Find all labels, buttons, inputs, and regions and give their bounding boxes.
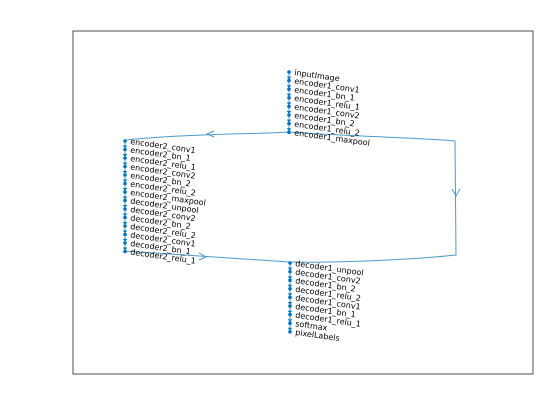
node-decoder2_conv1 [123,232,127,237]
arrowhead-decoder2_relu_1 [122,247,128,251]
node-encoder2_relu_2 [123,181,127,186]
arrowhead-decoder2_unpool [122,196,128,200]
arrowhead-decoder2_bn_2 [122,213,128,217]
arrowhead-encoder1_bn_2 [286,111,292,114]
edge-decoder2-to-decoder1 [124,250,290,263]
arrowhead-encoder1_relu_1 [286,93,292,97]
node-encoder2_conv2 [123,164,127,169]
arrowhead-encoder1_conv1 [286,76,292,80]
arrowhead-encoder2_maxpool [122,188,128,191]
node-decoder1_bn_1 [288,304,292,308]
arrowhead-encoder2_relu_2 [122,179,128,183]
edge-decoder2-to-decoder1-arrowhead [198,252,208,261]
arrowhead-softmax [287,319,293,322]
node-encoder2_bn_2 [123,173,127,177]
arrowhead-encoder1_maxpool [286,128,292,131]
node-decoder2_relu_2 [123,224,127,228]
arrowhead-encoder1_relu_2 [286,119,292,123]
arrowhead-pixelLabels [287,327,293,331]
arrowhead-encoder1_conv2 [286,102,292,106]
node-decoder1_conv2 [288,269,292,274]
node-encoder1_conv1 [287,78,291,83]
arrowhead-decoder2_conv1 [122,230,128,234]
node-inputImage [287,70,291,74]
edge-encoder1-to-encoder2 [125,131,290,141]
arrowhead-decoder1_relu_2 [287,284,293,288]
edge-encoder1-to-decoder1 [288,131,457,263]
node-decoder2_bn_2 [123,215,127,220]
node-decoder2_relu_1 [123,249,127,254]
edge-encoder1-to-encoder2-arrowhead [205,130,215,138]
node-encoder2_relu_1 [123,156,127,160]
node-decoder2_unpool [123,198,127,203]
arrowhead-decoder1_bn_2 [287,276,293,279]
node-encoder1_maxpool [287,130,291,134]
node-encoder2_maxpool [123,190,127,194]
node-encoder1_bn_2 [287,113,291,117]
node-encoder1_bn_1 [287,87,291,91]
arrowhead-decoder1_conv1 [287,293,293,297]
node-encoder1_relu_1 [287,96,291,100]
arrowhead-decoder2_bn_1 [122,239,128,242]
node-softmax [288,321,292,326]
axes-box [72,30,534,375]
node-decoder1_relu_1 [288,312,292,317]
arrowhead-encoder2_bn_2 [122,171,128,174]
node-encoder1_relu_2 [287,121,291,126]
arrowhead-encoder2_relu_1 [122,154,128,157]
edge-encoder1-to-decoder1-arrowhead [451,188,461,198]
arrowhead-decoder1_relu_1 [287,310,293,314]
node-decoder1_bn_2 [288,278,292,283]
node-decoder2_conv2 [123,207,127,211]
node-decoder2_bn_1 [123,241,127,245]
node-pixelLabels [288,330,292,334]
arrowhead-encoder2_bn_1 [122,145,128,149]
node-label-softmax: softmax [295,319,329,332]
arrowhead-encoder1_bn_1 [286,85,292,88]
arrowhead-encoder2_conv2 [122,162,128,166]
arrowhead-decoder1_bn_1 [287,302,293,305]
node-encoder2_bn_1 [123,147,127,152]
node-decoder1_unpool [288,261,292,265]
arrowhead-decoder2_relu_2 [122,222,128,225]
arrowhead-decoder2_conv2 [122,205,128,208]
node-encoder1_conv2 [287,104,291,109]
node-decoder1_relu_2 [288,287,292,291]
arrowhead-decoder1_conv2 [287,267,293,271]
node-encoder2_conv1 [123,139,127,143]
layer-nodes: inputImageencoder1_conv1encoder1_bn_1enc… [122,68,370,343]
node-decoder1_conv1 [288,295,292,300]
